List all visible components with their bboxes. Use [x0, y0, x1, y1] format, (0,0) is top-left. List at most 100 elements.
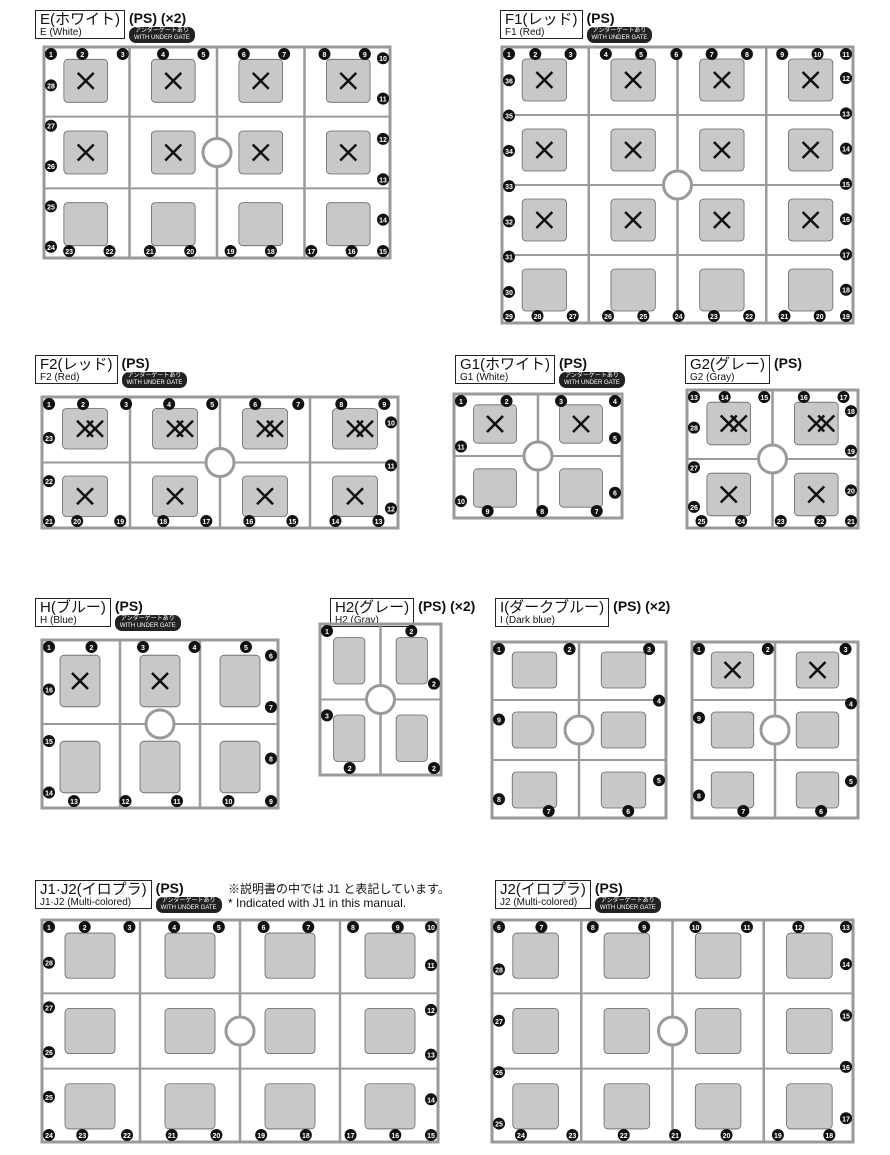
material-label: (PS) — [155, 880, 184, 896]
svg-text:30: 30 — [505, 290, 513, 297]
part-number-6: 6 — [815, 805, 828, 817]
part-number-25: 25 — [45, 200, 57, 213]
unused-x-mark — [624, 71, 643, 89]
unused-x-mark — [256, 487, 274, 506]
part-number-18: 18 — [845, 405, 857, 418]
svg-text:13: 13 — [70, 799, 78, 806]
svg-text:10: 10 — [225, 799, 233, 806]
runner-name-en: I (Dark blue) — [500, 615, 556, 626]
part-number-11: 11 — [385, 459, 397, 472]
svg-text:14: 14 — [721, 395, 729, 402]
runner-name-jp: J2(イロプラ) — [500, 881, 586, 898]
svg-text:22: 22 — [123, 1133, 131, 1140]
svg-text:18: 18 — [302, 1133, 310, 1140]
part-number-26: 26 — [688, 500, 700, 513]
sprue-ring — [657, 1015, 688, 1047]
part-shape — [710, 771, 755, 809]
unused-x-mark — [624, 141, 643, 159]
runner-name-box: F2(レッド)F2 (Red) — [35, 355, 118, 384]
svg-text:15: 15 — [288, 519, 296, 526]
part-number-16: 16 — [840, 213, 852, 226]
svg-text:16: 16 — [800, 395, 808, 402]
part-number-3: 3 — [643, 643, 656, 655]
svg-text:23: 23 — [710, 314, 718, 321]
note-en: * Indicated with J1 in this manual. — [228, 896, 407, 910]
svg-text:32: 32 — [505, 219, 513, 226]
unused-x-mark — [86, 419, 104, 438]
svg-text:5: 5 — [613, 436, 617, 443]
svg-text:16: 16 — [348, 249, 356, 256]
unused-x-mark — [712, 211, 731, 229]
svg-text:27: 27 — [495, 1019, 503, 1026]
svg-text:21: 21 — [146, 249, 154, 256]
part-number-21: 21 — [845, 515, 857, 527]
part-number-15: 15 — [840, 177, 852, 190]
svg-text:10: 10 — [379, 56, 387, 63]
part-number-1: 1 — [45, 48, 57, 60]
svg-text:10: 10 — [427, 925, 435, 932]
svg-text:25: 25 — [639, 314, 647, 321]
runner-label-j1j2: J1·J2(イロプラ)J1·J2 (Multi-colored) (PS) アン… — [35, 880, 222, 913]
svg-text:1: 1 — [459, 399, 463, 406]
part-number-27: 27 — [493, 1014, 505, 1027]
runner-name-jp: G1(ホワイト) — [460, 356, 551, 373]
part-shape — [64, 932, 116, 979]
svg-text:15: 15 — [45, 739, 53, 746]
unused-x-mark — [723, 661, 742, 679]
part-number-1: 1 — [455, 395, 467, 407]
part-number-11: 11 — [740, 921, 753, 933]
unused-x-mark — [356, 419, 374, 438]
unused-x-mark — [801, 71, 820, 89]
part-number-8: 8 — [740, 48, 753, 60]
part-number-19: 19 — [840, 310, 852, 322]
part-number-11: 11 — [377, 92, 389, 105]
part-number-34: 34 — [503, 144, 515, 157]
part-number-17: 17 — [840, 1112, 852, 1125]
part-number-14: 14 — [840, 958, 852, 971]
part-number-6: 6 — [257, 921, 270, 933]
svg-text:22: 22 — [45, 479, 53, 486]
svg-text:21: 21 — [671, 1133, 679, 1140]
svg-text:9: 9 — [497, 718, 501, 725]
part-shape — [164, 932, 216, 979]
part-number-1: 1 — [43, 641, 55, 653]
part-shape — [364, 1083, 416, 1130]
part-number-16: 16 — [43, 683, 55, 696]
part-shape — [395, 637, 428, 685]
part-number-30: 30 — [503, 285, 515, 298]
part-number-23: 23 — [63, 245, 76, 257]
svg-text:17: 17 — [347, 1133, 355, 1140]
svg-text:27: 27 — [569, 314, 577, 321]
svg-text:20: 20 — [847, 488, 855, 495]
unused-x-mark — [251, 71, 270, 90]
svg-text:5: 5 — [657, 778, 661, 785]
part-number-9: 9 — [776, 48, 789, 60]
part-number-22: 22 — [814, 515, 827, 527]
svg-text:8: 8 — [745, 52, 749, 59]
unused-x-mark — [535, 71, 554, 89]
svg-text:1: 1 — [507, 52, 511, 59]
svg-text:8: 8 — [591, 925, 595, 932]
part-number-24: 24 — [672, 310, 685, 322]
part-shape — [64, 1008, 116, 1055]
part-number-5: 5 — [197, 48, 210, 60]
part-number-10: 10 — [222, 795, 235, 807]
runner-name-box: G1(ホワイト)G1 (White) — [455, 355, 556, 384]
part-number-16: 16 — [797, 391, 810, 403]
svg-text:4: 4 — [613, 399, 617, 406]
part-number-31: 31 — [503, 250, 515, 263]
svg-text:2: 2 — [81, 402, 85, 409]
svg-text:17: 17 — [842, 1116, 850, 1123]
part-number-13: 13 — [840, 107, 852, 120]
unused-x-mark — [801, 141, 820, 159]
svg-text:17: 17 — [842, 252, 850, 259]
svg-text:9: 9 — [269, 799, 273, 806]
part-shape — [511, 711, 558, 749]
part-number-4: 4 — [609, 395, 621, 407]
svg-text:26: 26 — [495, 1070, 503, 1077]
